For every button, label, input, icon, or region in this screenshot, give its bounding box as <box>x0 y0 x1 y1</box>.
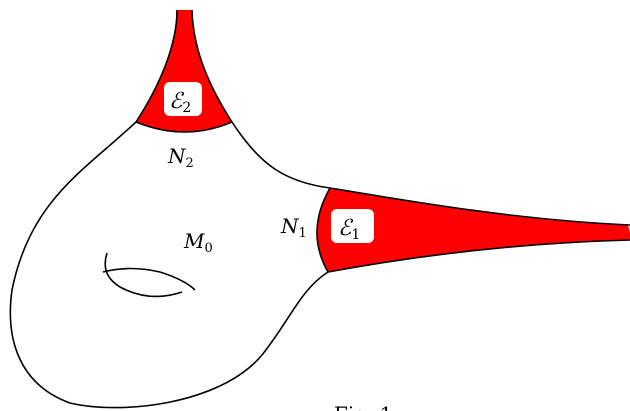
figure-caption: Fig. 1 <box>334 402 393 411</box>
core-label-main: M <box>183 229 205 253</box>
boundary-2-label-sub: 2 <box>186 156 194 171</box>
manifold-outline <box>9 9 630 409</box>
end-1-label-sub: 1 <box>351 227 360 243</box>
core-label-sub: 0 <box>204 241 212 256</box>
end-2-label-box <box>164 82 202 116</box>
manifold-outline-upper <box>191 9 630 226</box>
boundary-2-curve <box>135 121 233 133</box>
end-2-label: ℰ2 <box>169 89 191 116</box>
boundary-1-label-main: N <box>280 214 300 238</box>
boundary-2-label-main: N <box>167 144 187 168</box>
core-label: M0 <box>183 229 213 256</box>
handle-lower-curve <box>102 267 196 291</box>
boundary-2-label: N2 <box>167 144 194 171</box>
end-2-label-sub: 2 <box>182 100 191 116</box>
boundary-1-label-sub: 1 <box>299 226 307 241</box>
end-1-label-box <box>331 209 374 243</box>
end-2-region <box>136 10 232 132</box>
boundary-1-label: N1 <box>280 214 307 241</box>
end-1-label-main: ℰ <box>338 216 354 241</box>
end-1-label: ℰ1 <box>338 216 360 243</box>
handle-upper-curve <box>104 252 183 298</box>
end-1-region <box>317 188 630 272</box>
end-2-label-main: ℰ <box>169 89 185 114</box>
boundary-1-curve <box>316 187 331 273</box>
